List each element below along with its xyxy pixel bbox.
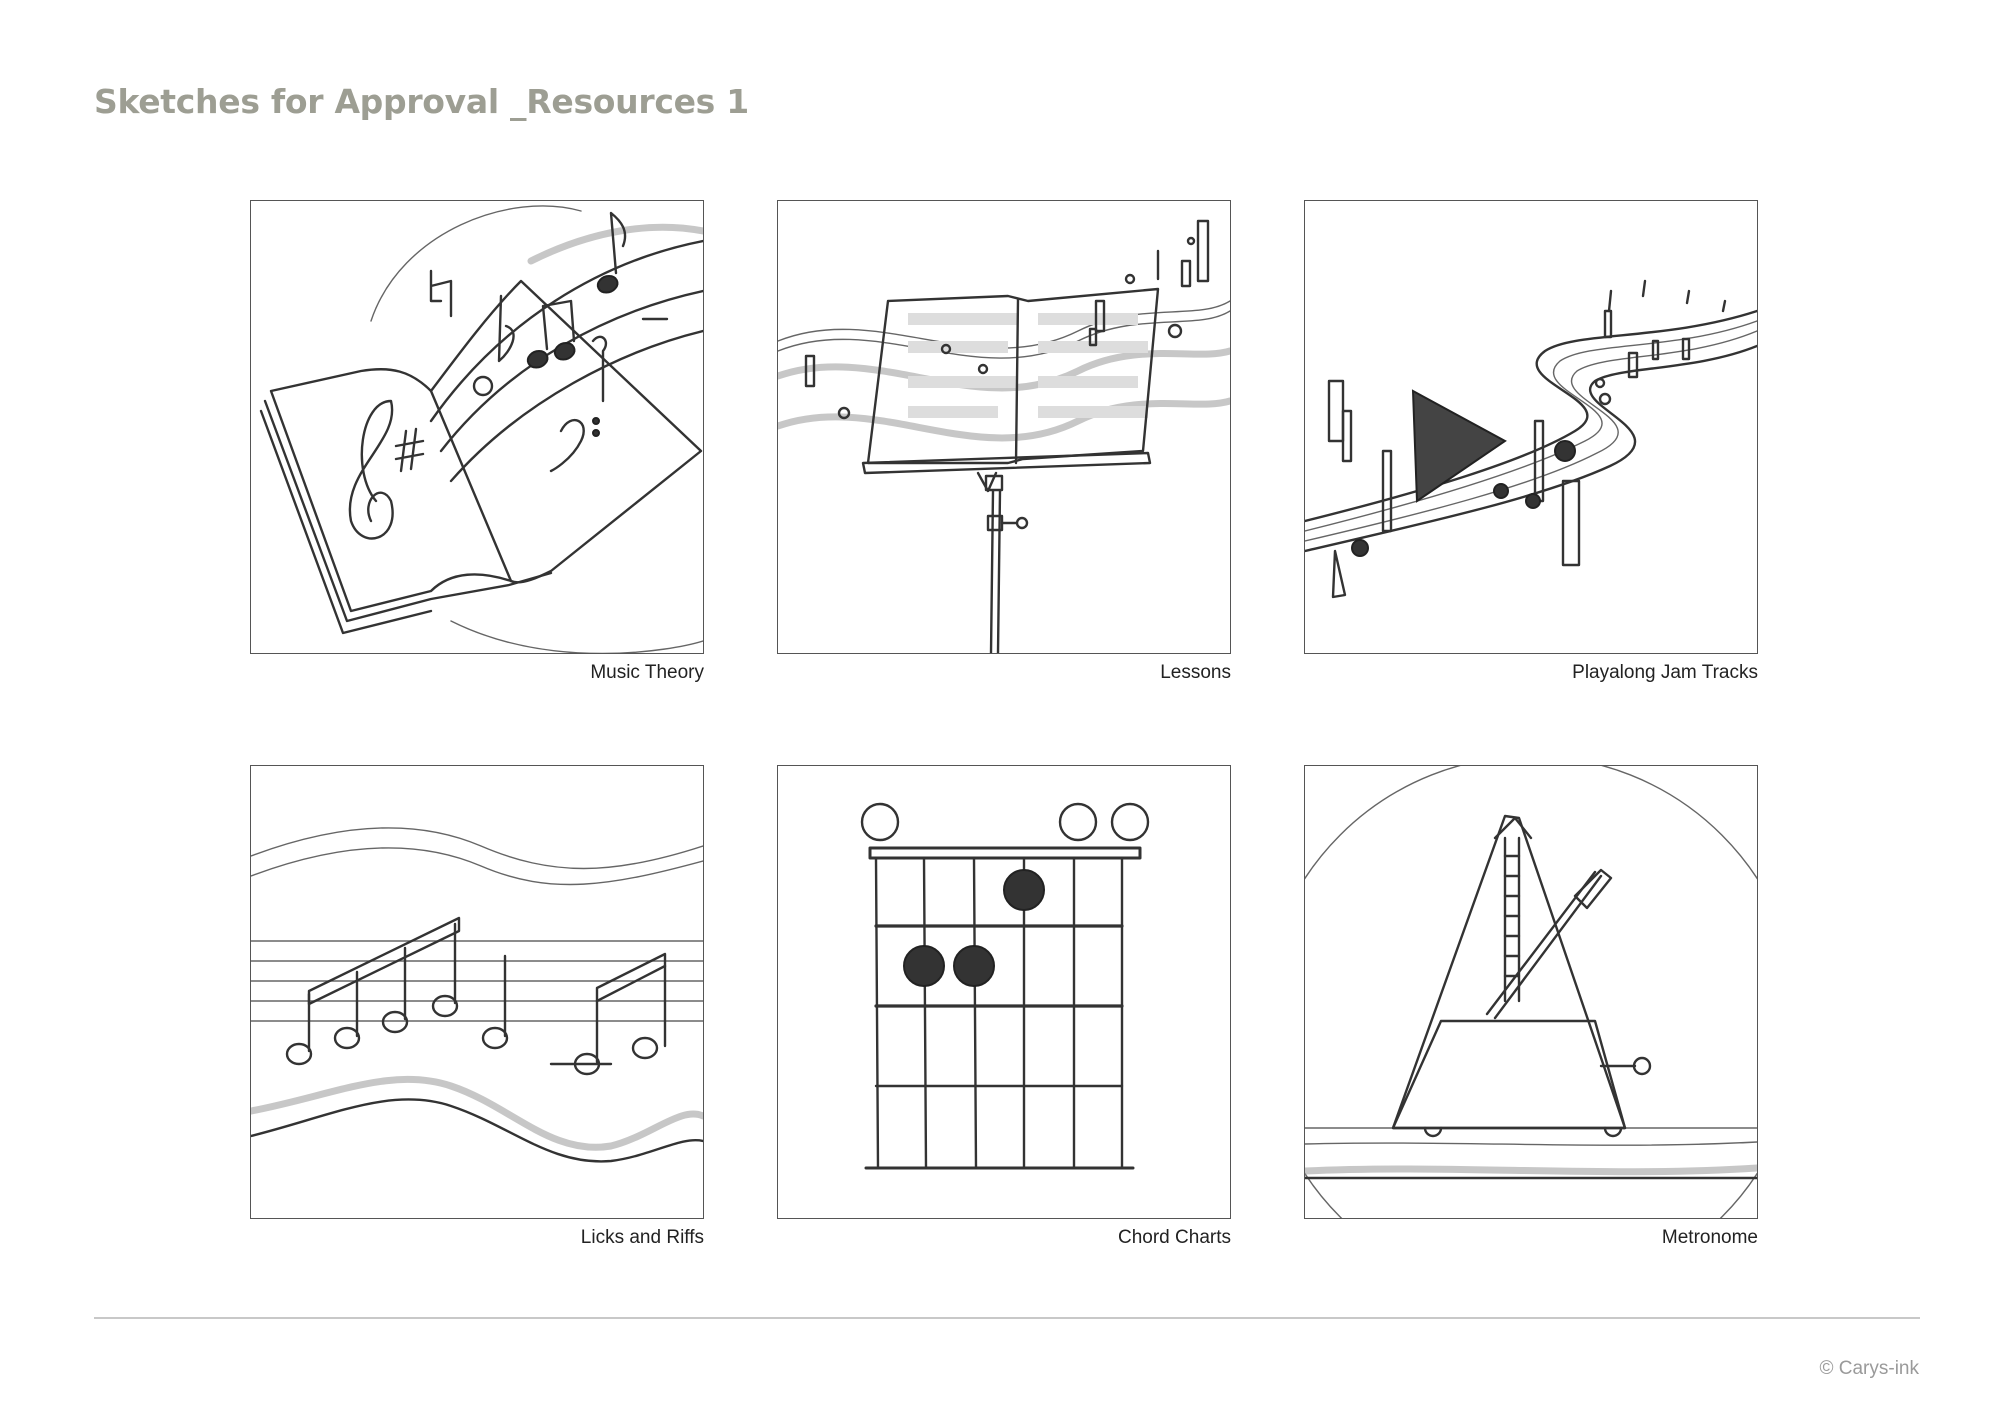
sketch-jam-tracks [1304, 200, 1758, 654]
caption-lessons: Lessons [1160, 662, 1231, 683]
page-title: Sketches for Approval _Resources 1 [94, 82, 749, 121]
tile-music-theory[interactable]: Music Theory [250, 200, 704, 684]
metronome-icon [1305, 766, 1757, 1218]
caption-chord-charts: Chord Charts [1118, 1227, 1231, 1248]
caption-metronome: Metronome [1661, 1227, 1758, 1248]
caption-playalong-jam-tracks: Playalong Jam Tracks [1572, 662, 1758, 683]
copyright-text: © Carys-ink [1819, 1358, 1919, 1379]
footer-divider [94, 1317, 1920, 1319]
caption-licks-and-riffs: Licks and Riffs [580, 1227, 704, 1248]
tile-lessons[interactable]: Lessons [777, 200, 1231, 684]
tile-playalong-jam-tracks[interactable]: Playalong Jam Tracks [1304, 200, 1758, 684]
sketch-chord-charts [777, 765, 1231, 1219]
tile-licks-and-riffs[interactable]: Licks and Riffs [250, 765, 704, 1249]
tile-metronome[interactable]: Metronome [1304, 765, 1758, 1249]
caption-music-theory: Music Theory [590, 662, 704, 683]
sketch-metronome [1304, 765, 1758, 1219]
sketch-lessons [777, 200, 1231, 654]
play-track-icon [1305, 279, 1757, 599]
sketch-music-theory [250, 200, 704, 654]
tile-chord-charts[interactable]: Chord Charts [777, 765, 1231, 1249]
chord-diagram-icon [860, 802, 1150, 1170]
music-staff-icon [251, 827, 703, 1163]
sketch-licks-and-riffs [250, 765, 704, 1219]
music-book-icon [259, 205, 703, 653]
music-stand-icon [778, 219, 1230, 653]
